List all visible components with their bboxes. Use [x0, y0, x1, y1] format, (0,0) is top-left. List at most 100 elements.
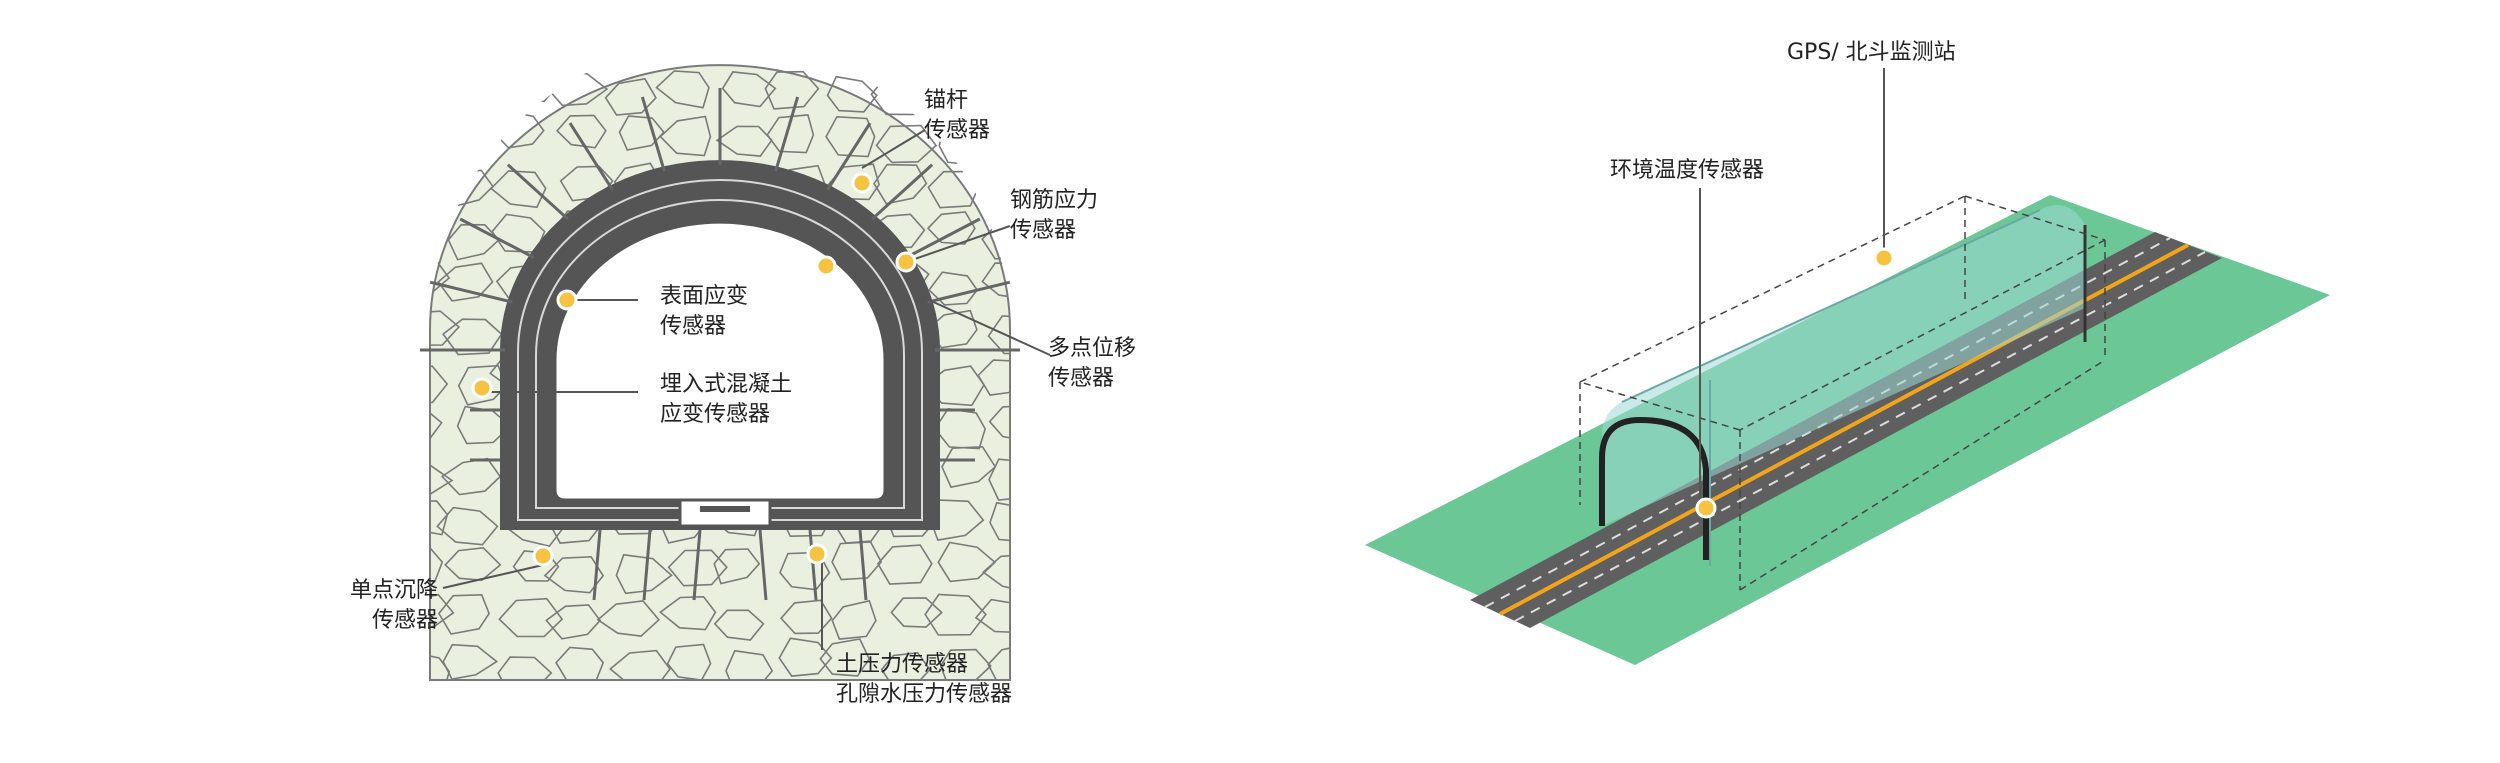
tunnel-portal-front	[1599, 416, 1709, 560]
rock-stone	[430, 464, 454, 498]
anchor-bolts	[420, 88, 1020, 601]
tunnel-lining-inner-2	[535, 199, 905, 509]
rock-stone	[490, 170, 547, 209]
rock-stone	[441, 318, 503, 356]
anchor-bolt	[808, 529, 818, 601]
rock-stone	[457, 364, 508, 406]
rock-stone	[988, 458, 1010, 501]
rock-stone	[924, 593, 987, 636]
rock-stone	[430, 543, 444, 583]
rock-stone	[430, 211, 445, 250]
sensor-dot	[556, 289, 578, 311]
label-rebar-line1: 钢筋应力	[1010, 188, 1099, 213]
rock-stone	[989, 501, 1010, 543]
rock-stone	[928, 271, 979, 306]
label-gps-station: GPS/ 北斗监测站	[1787, 38, 1956, 68]
label-env-temp-sensor: 环境温度传感器	[1610, 156, 1764, 186]
sensor-dot	[1695, 497, 1717, 519]
rock-stone	[555, 114, 607, 149]
anchor-bolt	[927, 280, 1011, 304]
rock-stone	[988, 405, 1010, 443]
rock-stone	[444, 546, 502, 582]
rock-stone	[981, 219, 1010, 260]
rock-stone	[655, 70, 710, 109]
rock-stone	[831, 599, 877, 640]
sensor-dot	[815, 255, 837, 277]
rock-stone	[890, 597, 943, 628]
rock-stone	[433, 112, 496, 152]
rock-stone	[721, 71, 777, 108]
label-gps-text: GPS/ 北斗监测站	[1787, 40, 1956, 65]
anchor-bolt	[774, 96, 800, 172]
label-settlement-line1: 单点沉降	[349, 578, 438, 603]
rock-stone	[447, 223, 501, 261]
rock-stone	[442, 643, 499, 680]
lane-line-3	[1514, 251, 2206, 622]
tunnel-3d-view	[1365, 68, 2330, 665]
label-anchor-sensor: 锚杆 传感器	[924, 86, 990, 146]
rock-stone	[825, 115, 876, 158]
leader-lines	[442, 129, 1051, 650]
anchor-bolt	[640, 96, 666, 172]
rock-stone	[926, 211, 976, 245]
rock-stone	[667, 549, 728, 587]
anchor-bolt	[871, 163, 934, 221]
rock-stone	[713, 609, 765, 641]
rock-stone	[831, 541, 883, 581]
rock-stone	[430, 123, 448, 162]
glass-top-edge	[1621, 209, 2041, 403]
rock-stone	[545, 604, 602, 640]
drain-channel	[678, 498, 772, 528]
rock-stone	[764, 70, 820, 110]
anchor-bolt	[758, 529, 768, 601]
rock-stone	[941, 445, 997, 489]
label-embedded-sensor: 埋入式混凝土 应变传感器	[660, 370, 792, 430]
rock-stone	[937, 541, 997, 583]
rock-stone	[982, 553, 1010, 594]
anchor-bolt	[506, 163, 569, 221]
label-soil-pressure-line1: 土压力传感器	[836, 652, 969, 677]
rock-stone	[875, 124, 938, 164]
rock-stone	[430, 164, 439, 206]
tunnel-lining-inner	[517, 179, 923, 521]
rock-stone	[604, 77, 657, 116]
rock-stone	[430, 70, 443, 109]
rock-stone	[453, 70, 501, 109]
rock-stone	[497, 656, 553, 681]
rock-stone	[977, 359, 1010, 396]
rock-stone	[974, 598, 1010, 634]
anchor-bolt	[429, 280, 513, 304]
rock-stone	[609, 649, 671, 681]
tunnel-cross-section	[420, 62, 1020, 681]
rock-stone	[981, 262, 1010, 300]
rock-stone	[826, 75, 878, 113]
label-anchor-line2: 传感器	[924, 118, 991, 143]
sensor-dot	[895, 251, 917, 273]
label-surface-strain-sensor: 表面应变 传感器	[660, 282, 748, 342]
rock-stone	[596, 600, 661, 637]
rock-stone	[880, 651, 931, 681]
anchor-bolt	[692, 529, 702, 601]
rock-stone	[713, 548, 761, 585]
rock-stone	[659, 595, 717, 631]
sensor-dot	[851, 172, 873, 194]
rock-stone	[987, 643, 1010, 681]
anchor-bolt	[826, 122, 872, 191]
tunnel-opening	[553, 220, 887, 502]
rock-stone	[939, 648, 992, 681]
rock-stone	[436, 506, 499, 546]
rock-stone	[873, 163, 928, 205]
rock-stone	[659, 115, 712, 157]
label-soil-pressure-sensor: 土压力传感器 孔隙水压力传感器	[836, 650, 1012, 710]
sensor-dot	[532, 545, 554, 567]
label-anchor-line1: 锚杆	[924, 88, 969, 113]
rock-stone	[543, 555, 605, 594]
label-surface-strain-line2: 传感器	[660, 314, 727, 339]
label-embedded-line1: 埋入式混凝土	[660, 372, 793, 397]
label-rebar-sensor: 钢筋应力 传感器	[1010, 186, 1098, 246]
rock-stone	[715, 125, 773, 157]
label-multipoint-line2: 传感器	[1048, 366, 1115, 391]
rock-stone	[508, 63, 560, 103]
